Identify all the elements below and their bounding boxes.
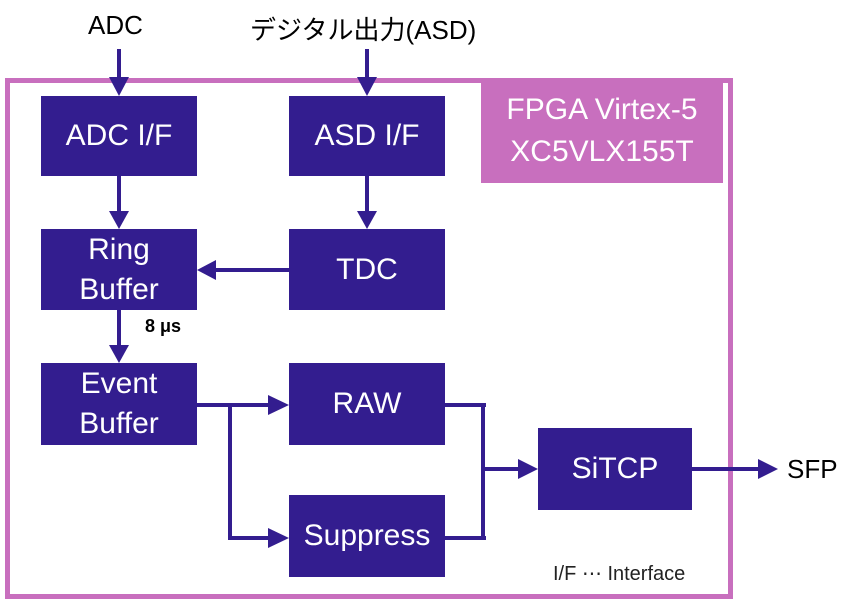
block-ring-buffer-label-2: Buffer: [79, 272, 159, 306]
block-adc-if: ADC I/F: [41, 96, 197, 176]
arrow-tdc-to-ring: [197, 260, 216, 280]
block-tdc: TDC: [289, 229, 445, 310]
block-suppress: Suppress: [289, 495, 445, 577]
block-suppress-label: Suppress: [303, 519, 431, 552]
block-raw: RAW: [289, 363, 445, 445]
arrow-sitcp-to-sfp: [758, 459, 778, 479]
block-raw-label: RAW: [332, 387, 402, 420]
block-asd-if-label: ASD I/F: [314, 119, 420, 152]
block-ring-buffer-label-1: Ring: [88, 232, 150, 266]
arrow-ring-to-event: [109, 345, 129, 363]
block-adc-if-label: ADC I/F: [65, 119, 173, 152]
block-sitcp: SiTCP: [538, 428, 692, 510]
arrow-adc-to-adcif: [109, 77, 129, 96]
arrow-adcif-to-ring: [109, 211, 129, 229]
input-label-adc: ADC: [88, 10, 143, 40]
block-tdc-label: TDC: [336, 252, 398, 286]
block-event-buffer-label-2: Buffer: [79, 407, 159, 440]
ring-buffer-latency: 8 μs: [145, 316, 182, 336]
block-event-buffer: Event Buffer: [41, 363, 197, 445]
legend-note: I/F ⋯ Interface: [553, 563, 686, 585]
fpga-label: FPGA Virtex-5 XC5VLX155T: [481, 83, 723, 183]
block-sitcp-label: SiTCP: [571, 452, 659, 485]
arrow-merge-to-sitcp: [518, 459, 538, 479]
output-label-sfp: SFP: [787, 454, 838, 484]
block-asd-if: ASD I/F: [289, 96, 445, 176]
arrow-event-to-suppress: [268, 528, 289, 548]
arrow-event-to-raw: [268, 395, 289, 415]
arrow-asd-to-asdif: [357, 77, 377, 96]
fpga-family: FPGA Virtex-5: [506, 93, 698, 126]
fpga-part-number: XC5VLX155T: [510, 135, 694, 168]
arrow-asdif-to-tdc: [357, 211, 377, 229]
input-label-asd: デジタル出力(ASD): [250, 15, 477, 45]
block-ring-buffer: Ring Buffer: [41, 229, 197, 310]
block-event-buffer-label-1: Event: [80, 367, 158, 400]
